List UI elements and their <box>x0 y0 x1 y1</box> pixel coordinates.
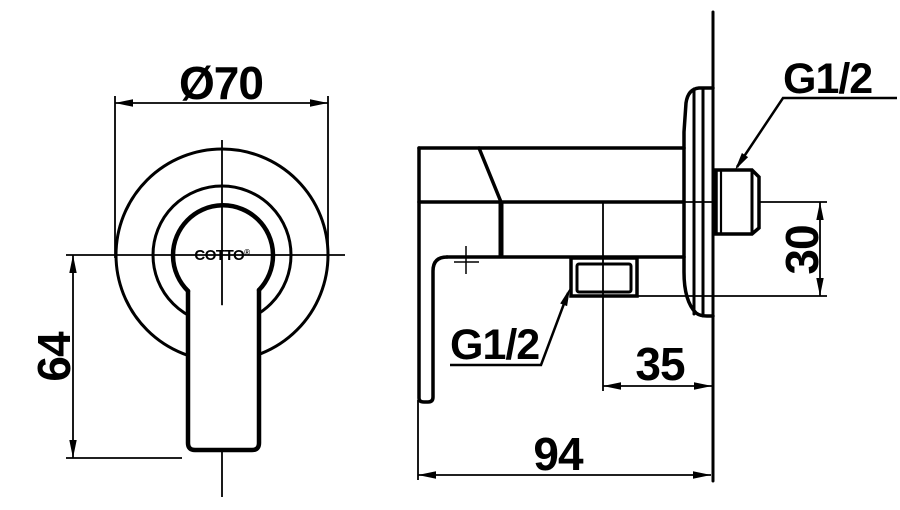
dim-depth-label: 30 <box>776 225 828 274</box>
inlet-fitting <box>714 168 761 236</box>
dim-offset-label: 35 <box>635 338 685 390</box>
dim-outlet-offset: 35 <box>603 338 712 390</box>
dim-outlet-depth: 30 <box>776 202 828 296</box>
outlet-fitting-face <box>575 262 633 294</box>
leader-line <box>735 96 897 168</box>
brand-logo-text: COTTO <box>194 247 245 264</box>
dim-overall-projection: 94 <box>418 428 711 480</box>
side-view <box>417 10 827 483</box>
dim-arrowhead <box>694 382 712 390</box>
dim-height-label: 64 <box>28 331 80 382</box>
handle-stem-mask <box>188 290 259 450</box>
dim-overall-label: 94 <box>533 428 584 480</box>
outlet-fitting <box>569 256 639 298</box>
brand-logo: COTTO® <box>194 247 250 264</box>
dim-diameter-label: Ø70 <box>179 57 263 109</box>
dim-arrowhead <box>603 382 621 390</box>
leader-line <box>450 292 570 367</box>
brand-registered-mark: ® <box>244 248 250 257</box>
dim-handle-length: 64 <box>28 255 182 459</box>
dim-arrowhead <box>69 255 77 273</box>
lever-profile <box>417 146 449 404</box>
callout-inlet-thread: G1/2 <box>735 55 897 170</box>
dim-arrowhead <box>310 99 328 107</box>
escutcheon-outline <box>682 86 715 318</box>
dim-arrowhead <box>816 202 824 220</box>
lever-slant-edge <box>477 146 503 204</box>
leader-arrowhead <box>735 153 749 170</box>
front-view: COTTO® <box>66 140 345 497</box>
escutcheon-flange <box>682 86 715 318</box>
dim-arrowhead <box>816 278 824 296</box>
valve-body <box>417 146 686 404</box>
dim-arrowhead <box>115 99 133 107</box>
dim-arrowhead <box>418 471 436 479</box>
handle-stem-outline <box>185 287 262 453</box>
outlet-thread-label: G1/2 <box>450 321 539 369</box>
dim-faceplate-diameter: Ø70 <box>114 57 329 258</box>
callout-outlet-thread: G1/2 <box>450 288 570 369</box>
handle-hub-circle <box>170 203 276 294</box>
dim-arrowhead <box>693 471 711 479</box>
dim-arrowhead <box>69 440 77 458</box>
inlet-thread-label: G1/2 <box>783 55 872 103</box>
leader-arrowhead <box>560 288 570 307</box>
